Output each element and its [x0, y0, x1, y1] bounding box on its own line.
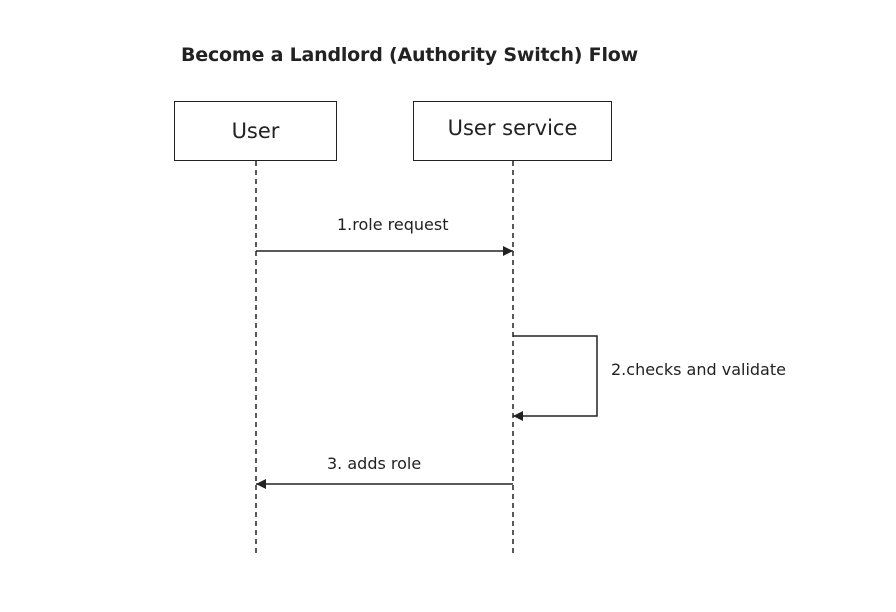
participant-user-label: User	[231, 119, 280, 143]
participant-user-service-label: User service	[447, 116, 578, 140]
message-label-3: 3. adds role	[327, 454, 422, 473]
participant-user-service: User service	[413, 101, 612, 161]
diagram-title: Become a Landlord (Authority Switch) Flo…	[181, 44, 638, 66]
participant-user: User	[174, 101, 337, 161]
message-label-2: 2.checks and validate	[611, 360, 786, 379]
message-arrow-2	[513, 335, 598, 421]
message-label-1: 1.role request	[337, 215, 449, 234]
